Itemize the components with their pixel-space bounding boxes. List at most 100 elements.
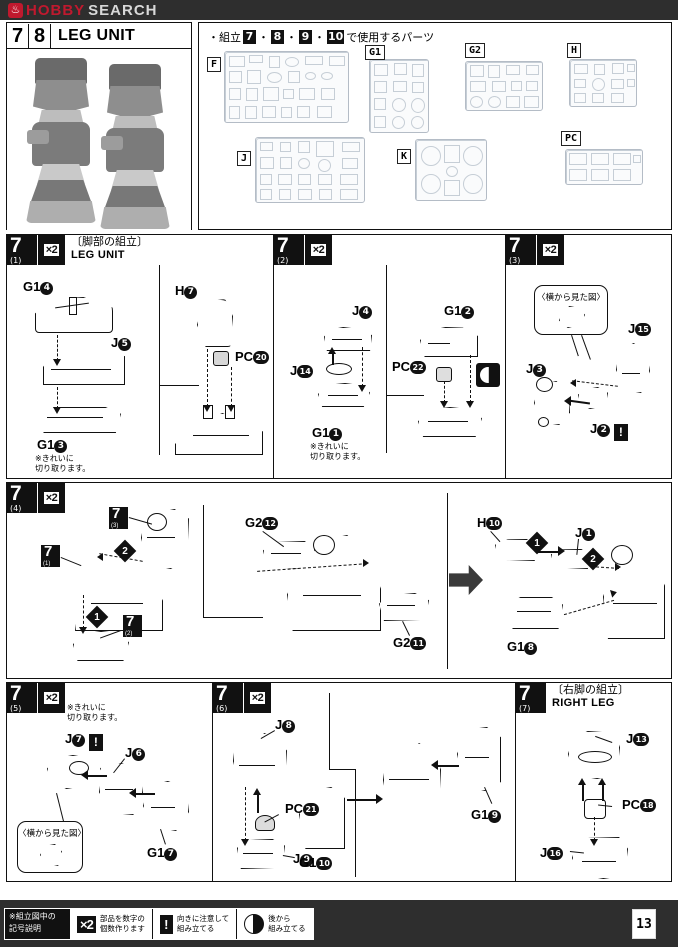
sub-divider	[386, 265, 388, 453]
order-marker-2: 2	[113, 539, 137, 563]
step-badge-number: 7 (7)	[516, 682, 546, 713]
runner-heading-prefix: ・組立	[208, 31, 241, 44]
hobby-search-watermark: ♨ HOBBY SEARCH	[0, 0, 678, 20]
part-detail-line	[271, 553, 301, 554]
step-badge-7-2: 7 (2) ×2	[274, 234, 332, 265]
side-view-caption-5: 〈横から見た図〉	[18, 829, 87, 839]
runner-tag-H: H	[567, 43, 582, 58]
step-row-2: 7 (4) ×2 7(3) 7(1) 2 1	[6, 482, 672, 679]
flame-icon: ♨	[8, 2, 23, 18]
part-shape-G110	[299, 787, 345, 849]
step-number-8: 8	[29, 23, 51, 48]
step-badge-main-number: 7	[10, 234, 22, 257]
step-badge-main-number: 7	[509, 234, 521, 257]
part-detail-line	[147, 537, 175, 538]
step-badge-number: 7 (3)	[506, 234, 536, 265]
top-section: 7 8 LEG UNIT ・組立 7・	[6, 22, 672, 232]
runner-sprue-F	[224, 51, 349, 123]
step-badge-multiplier: ×2	[304, 235, 332, 265]
part-shape-G211	[379, 593, 429, 621]
ref-leader	[60, 557, 82, 567]
part-assembly-7-6	[383, 743, 441, 815]
step-badge-sub: (1)	[10, 256, 22, 265]
runner-heading-suffix: で使用するパーツ	[346, 31, 435, 44]
warning-icon: !	[613, 424, 628, 441]
part-detail-line	[91, 603, 143, 604]
cut-note-2: ※きれいに 切り取ります。	[310, 442, 366, 461]
step-badge-sub: (3)	[509, 256, 521, 265]
part-shape-J8	[233, 733, 287, 783]
runner-sprue-H	[569, 59, 637, 107]
step-badge-sub: (7)	[519, 704, 531, 713]
step-badge-main-number: 7	[216, 682, 228, 705]
part-detail-line	[428, 343, 450, 344]
part-shape-PC18	[584, 799, 606, 819]
step-badge-multiplier: ×2	[37, 235, 65, 265]
step-badge-7-7: 7 (7)	[516, 682, 546, 713]
page-title: 7 8 LEG UNIT	[7, 23, 191, 49]
part-detail-line	[105, 789, 133, 790]
order-marker-1: 1	[85, 605, 109, 629]
part-detail-line	[151, 807, 175, 808]
step-badge-sub: (2)	[277, 256, 289, 265]
step-badge-main-number: 7	[519, 682, 531, 705]
sub-divider-h	[159, 385, 199, 387]
part-shape-G17	[143, 781, 189, 831]
sub-divider	[355, 769, 357, 877]
legend-item-multiplier: ×2 部品を数字の 個数作ります	[69, 909, 152, 939]
part-detail-line	[328, 395, 358, 396]
step-7-7-title: 〔右脚の組立〕 RIGHT LEG	[552, 683, 629, 709]
runner-sprue-J	[255, 137, 365, 203]
manual-page: 7 8 LEG UNIT ・組立 7・	[0, 20, 678, 900]
runner-step-8: 8	[271, 30, 284, 44]
runner-sprue-G1	[369, 59, 429, 133]
part-shape-G18	[508, 597, 563, 629]
part-knob	[536, 377, 553, 392]
step-badge-sub: (4)	[10, 504, 22, 513]
part-shape-J14	[326, 363, 352, 375]
footer-bar: ※組立図中の 記号説明 ×2 部品を数字の 個数作ります ! 向きに注意して 組…	[0, 900, 678, 947]
step-badge-multiplier: ×2	[37, 683, 65, 713]
step-ref-7-3: 7(3)	[109, 505, 128, 529]
step-7-1-title: 〔脚部の組立〕 LEG UNIT	[71, 235, 148, 261]
part-detail-line	[303, 595, 361, 596]
part-peg-G14	[69, 297, 77, 315]
step-badge-7-3: 7 (3) ×2	[506, 234, 564, 265]
part-assembly-7-2	[418, 407, 482, 437]
step-badge-main-number: 7	[10, 482, 22, 505]
runner-tag-K: K	[397, 149, 412, 164]
part-shape-G12	[420, 327, 478, 357]
runner-heading: ・組立 7・ 8・ 9・ 10 で使用するパーツ	[208, 30, 435, 44]
part-knob	[611, 545, 633, 565]
hero-panel: 7 8 LEG UNIT	[6, 22, 192, 230]
half-circle-icon	[244, 914, 265, 934]
callout-leader	[56, 793, 65, 823]
part-knob	[147, 513, 167, 531]
runner-parts-panel: ・組立 7・ 8・ 9・ 10 で使用するパーツ F	[198, 22, 672, 230]
runner-step-7: 7	[243, 30, 256, 44]
callout-leader	[581, 335, 591, 360]
